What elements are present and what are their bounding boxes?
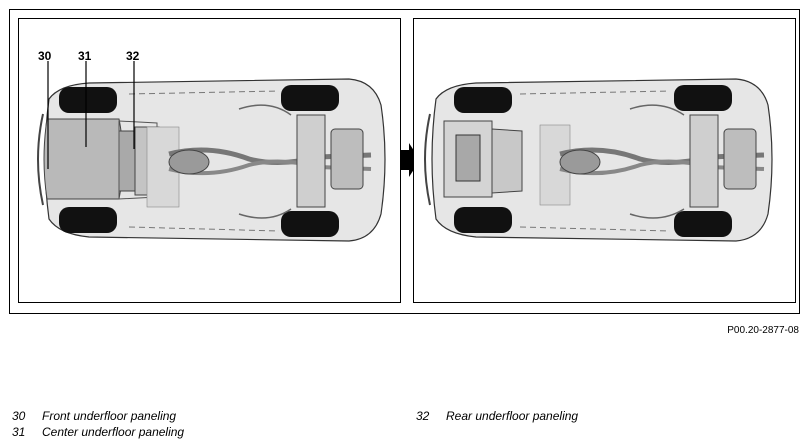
arrow-right-icon <box>401 143 420 177</box>
rear-muffler <box>330 128 364 190</box>
car-underside-with-paneling <box>37 61 386 242</box>
figure-reference: P00.20-2877-08 <box>727 325 799 336</box>
car-underside-without-paneling <box>424 78 773 242</box>
after-panel <box>413 18 796 303</box>
legend-text: Front underfloor paneling <box>42 409 177 423</box>
rear-left-tire <box>674 85 732 111</box>
car-body <box>431 78 773 242</box>
rear-left-tire <box>281 85 339 111</box>
front-underfloor-paneling <box>43 118 124 200</box>
callout-31: 31 <box>78 49 92 63</box>
rear-axle <box>689 114 719 208</box>
legend-number: 31 <box>12 425 26 439</box>
legend-item-30: 30 Front underfloor paneling <box>12 409 176 423</box>
callout-32: 32 <box>126 49 140 63</box>
rear-axle <box>296 114 326 208</box>
legend-item-31: 31 Center underfloor paneling <box>12 425 184 439</box>
rear-muffler <box>723 128 757 190</box>
front-left-tire <box>454 87 512 113</box>
legend-item-32: 32 Rear underfloor paneling <box>416 409 578 423</box>
front-bumper <box>424 113 431 206</box>
callout-30: 30 <box>38 49 52 63</box>
front-left-tire <box>59 87 117 113</box>
legend-number: 30 <box>12 409 26 423</box>
front-right-tire <box>454 207 512 233</box>
legend-text: Rear underfloor paneling <box>446 409 579 423</box>
before-panel <box>18 18 401 303</box>
catalytic-converter <box>559 149 601 175</box>
rear-right-tire <box>281 211 339 237</box>
oil-pan <box>455 134 481 182</box>
figure-frame <box>9 9 800 314</box>
catalytic-converter <box>168 149 210 175</box>
legend-text: Center underfloor paneling <box>42 425 185 439</box>
transmission <box>491 128 523 194</box>
rear-right-tire <box>674 211 732 237</box>
legend-number: 32 <box>416 409 430 423</box>
front-right-tire <box>59 207 117 233</box>
front-bumper <box>37 113 44 206</box>
